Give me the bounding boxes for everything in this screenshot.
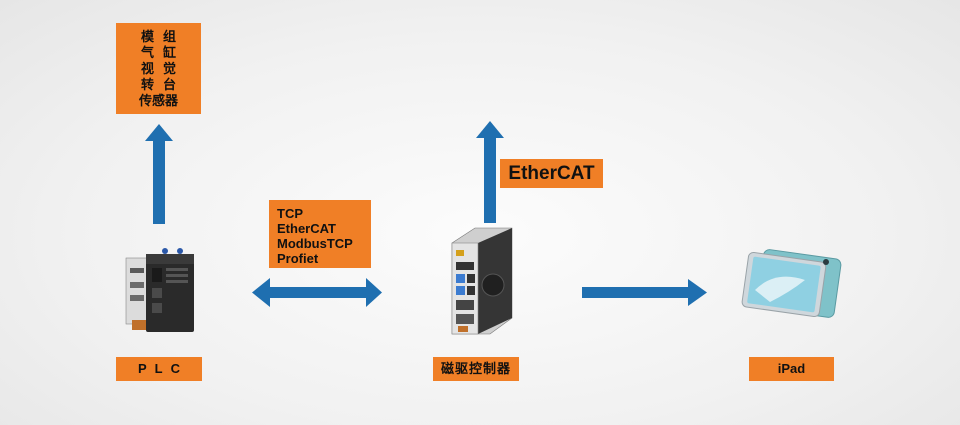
controller-up-arrow xyxy=(476,121,504,223)
right-arrow xyxy=(582,279,707,306)
bidirectional-arrow xyxy=(252,278,382,307)
protocol-line-2: EtherCAT xyxy=(277,221,336,236)
ethercat-box: EtherCAT xyxy=(500,159,603,188)
modules-list-box: 模组 气缸 视觉 转台 传感器 xyxy=(116,23,201,114)
ipad-label: iPad xyxy=(749,357,834,381)
protocol-line-1: TCP xyxy=(277,206,303,221)
modules-line-5: 传感器 xyxy=(138,93,178,108)
modules-line-3: 视觉 xyxy=(140,61,185,76)
controller-device-image xyxy=(451,227,513,335)
ipad-device-image xyxy=(741,249,842,318)
controller-label: 磁驱控制器 xyxy=(433,357,519,381)
protocol-list-box: TCP EtherCAT ModbusTCP Profiet xyxy=(269,200,371,268)
plc-up-arrow xyxy=(145,124,173,224)
modules-line-4: 转台 xyxy=(140,77,185,92)
modules-line-1: 模组 xyxy=(140,29,185,44)
plc-label: PLC xyxy=(116,357,202,381)
plc-device-image xyxy=(125,248,194,332)
protocol-line-3: ModbusTCP xyxy=(277,236,353,251)
protocol-line-4: Profiet xyxy=(277,251,319,266)
modules-line-2: 气缸 xyxy=(140,45,185,60)
